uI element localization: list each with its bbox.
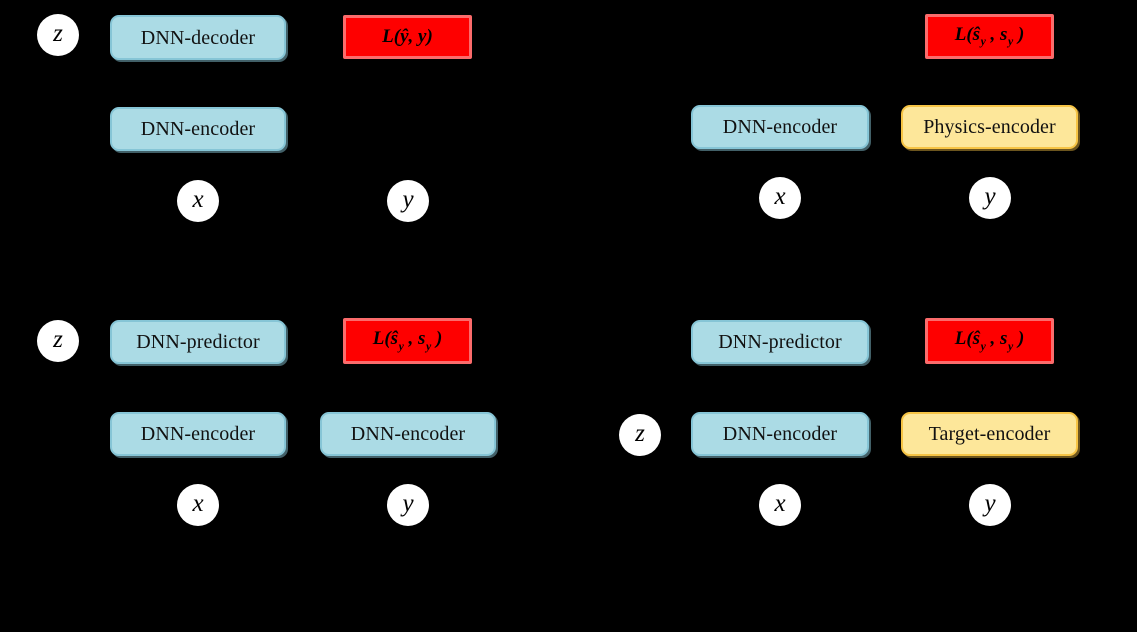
box-label: DNN-encoder bbox=[722, 116, 838, 138]
loss-L: L( bbox=[954, 23, 973, 45]
node-x-label: x bbox=[774, 183, 786, 210]
node-y-top-right: y bbox=[969, 177, 1011, 219]
node-z-top-left: z bbox=[37, 14, 79, 56]
box-physics-encoder-top-right[interactable]: Physics-encoder bbox=[901, 105, 1078, 149]
loss-arg-s-subscript: y bbox=[1007, 339, 1014, 353]
loss-box-top-right[interactable]: L(ŝy , sy ) bbox=[925, 14, 1054, 59]
loss-arg-s: sy bbox=[1000, 328, 1014, 353]
loss-arg-shat-subscript: y bbox=[398, 339, 404, 353]
box-label: Physics-encoder bbox=[923, 116, 1056, 138]
loss-close-paren: ) bbox=[1013, 23, 1025, 45]
box-target-encoder-bottom-right[interactable]: Target-encoder bbox=[901, 412, 1078, 456]
loss-box-bottom-right[interactable]: L(ŝy , sy ) bbox=[925, 318, 1054, 364]
loss-arg-s: sy bbox=[418, 328, 432, 353]
box-label: DNN-encoder bbox=[140, 423, 256, 445]
node-y-label: y bbox=[402, 186, 414, 213]
node-x-bottom-right: x bbox=[759, 484, 801, 526]
box-label: DNN-predictor bbox=[136, 331, 260, 353]
loss-close-paren: ) bbox=[426, 26, 433, 47]
node-x-label: x bbox=[774, 490, 786, 517]
node-y-bottom-right: y bbox=[969, 484, 1011, 526]
loss-expression: L(ŝy , sy ) bbox=[955, 328, 1025, 353]
box-label: DNN-predictor bbox=[718, 331, 842, 353]
box-dnn-encoder-bottom-left-y[interactable]: DNN-encoder bbox=[320, 412, 496, 456]
node-x-top-right: x bbox=[759, 177, 801, 219]
box-dnn-encoder-bottom-right[interactable]: DNN-encoder bbox=[691, 412, 869, 456]
node-z-label: z bbox=[53, 20, 63, 47]
loss-arg-s: sy bbox=[1000, 23, 1014, 49]
loss-arg-yhat: ŷ bbox=[400, 26, 409, 47]
loss-separator: , bbox=[985, 23, 1001, 45]
loss-expression: L(ŝy , sy ) bbox=[373, 328, 443, 353]
node-z-label: z bbox=[53, 326, 63, 353]
loss-arg-shat-subscript: y bbox=[980, 35, 986, 49]
box-dnn-predictor-bottom-right[interactable]: DNN-predictor bbox=[691, 320, 869, 364]
loss-L: L( bbox=[382, 26, 401, 47]
loss-L: L( bbox=[954, 328, 973, 350]
node-z-bottom-right: z bbox=[619, 414, 661, 456]
loss-arg-shat: ŝy bbox=[390, 328, 404, 353]
node-y-label: y bbox=[984, 183, 996, 210]
loss-L: L( bbox=[372, 328, 391, 350]
box-dnn-encoder-top-left[interactable]: DNN-encoder bbox=[110, 107, 286, 151]
node-z-label: z bbox=[635, 420, 645, 447]
box-label: Target-encoder bbox=[928, 423, 1051, 445]
node-y-bottom-left: y bbox=[387, 484, 429, 526]
loss-separator: , bbox=[403, 328, 419, 350]
loss-expression: L(ŝy , sy ) bbox=[955, 24, 1025, 49]
node-x-label: x bbox=[192, 186, 204, 213]
box-label: DNN-encoder bbox=[140, 118, 256, 140]
loss-arg-shat: ŝy bbox=[972, 23, 986, 49]
loss-expression: L(ŷ, y) bbox=[382, 26, 433, 48]
box-label: DNN-decoder bbox=[140, 26, 256, 49]
loss-box-bottom-left[interactable]: L(ŝy , sy ) bbox=[343, 318, 472, 364]
loss-arg-shat: ŝy bbox=[972, 328, 986, 353]
loss-close-paren: ) bbox=[431, 328, 443, 350]
loss-separator: , bbox=[408, 26, 419, 47]
node-x-top-left: x bbox=[177, 180, 219, 222]
loss-separator: , bbox=[985, 328, 1001, 350]
loss-arg-s-subscript: y bbox=[1007, 35, 1014, 49]
box-dnn-decoder-top-left[interactable]: DNN-decoder bbox=[110, 15, 286, 60]
loss-arg-y: y bbox=[418, 26, 427, 47]
loss-box-top-left[interactable]: L(ŷ, y) bbox=[343, 15, 472, 59]
box-dnn-encoder-bottom-left-x[interactable]: DNN-encoder bbox=[110, 412, 286, 456]
loss-close-paren: ) bbox=[1013, 328, 1025, 350]
node-y-label: y bbox=[402, 490, 414, 517]
loss-arg-s-subscript: y bbox=[425, 339, 432, 353]
node-y-label: y bbox=[984, 490, 996, 517]
node-x-label: x bbox=[192, 490, 204, 517]
box-label: DNN-encoder bbox=[350, 423, 466, 445]
node-x-bottom-left: x bbox=[177, 484, 219, 526]
box-dnn-predictor-bottom-left[interactable]: DNN-predictor bbox=[110, 320, 286, 364]
node-z-bottom-left: z bbox=[37, 320, 79, 362]
box-dnn-encoder-top-right[interactable]: DNN-encoder bbox=[691, 105, 869, 149]
loss-arg-shat-subscript: y bbox=[980, 339, 986, 353]
box-label: DNN-encoder bbox=[722, 423, 838, 445]
node-y-top-left: y bbox=[387, 180, 429, 222]
